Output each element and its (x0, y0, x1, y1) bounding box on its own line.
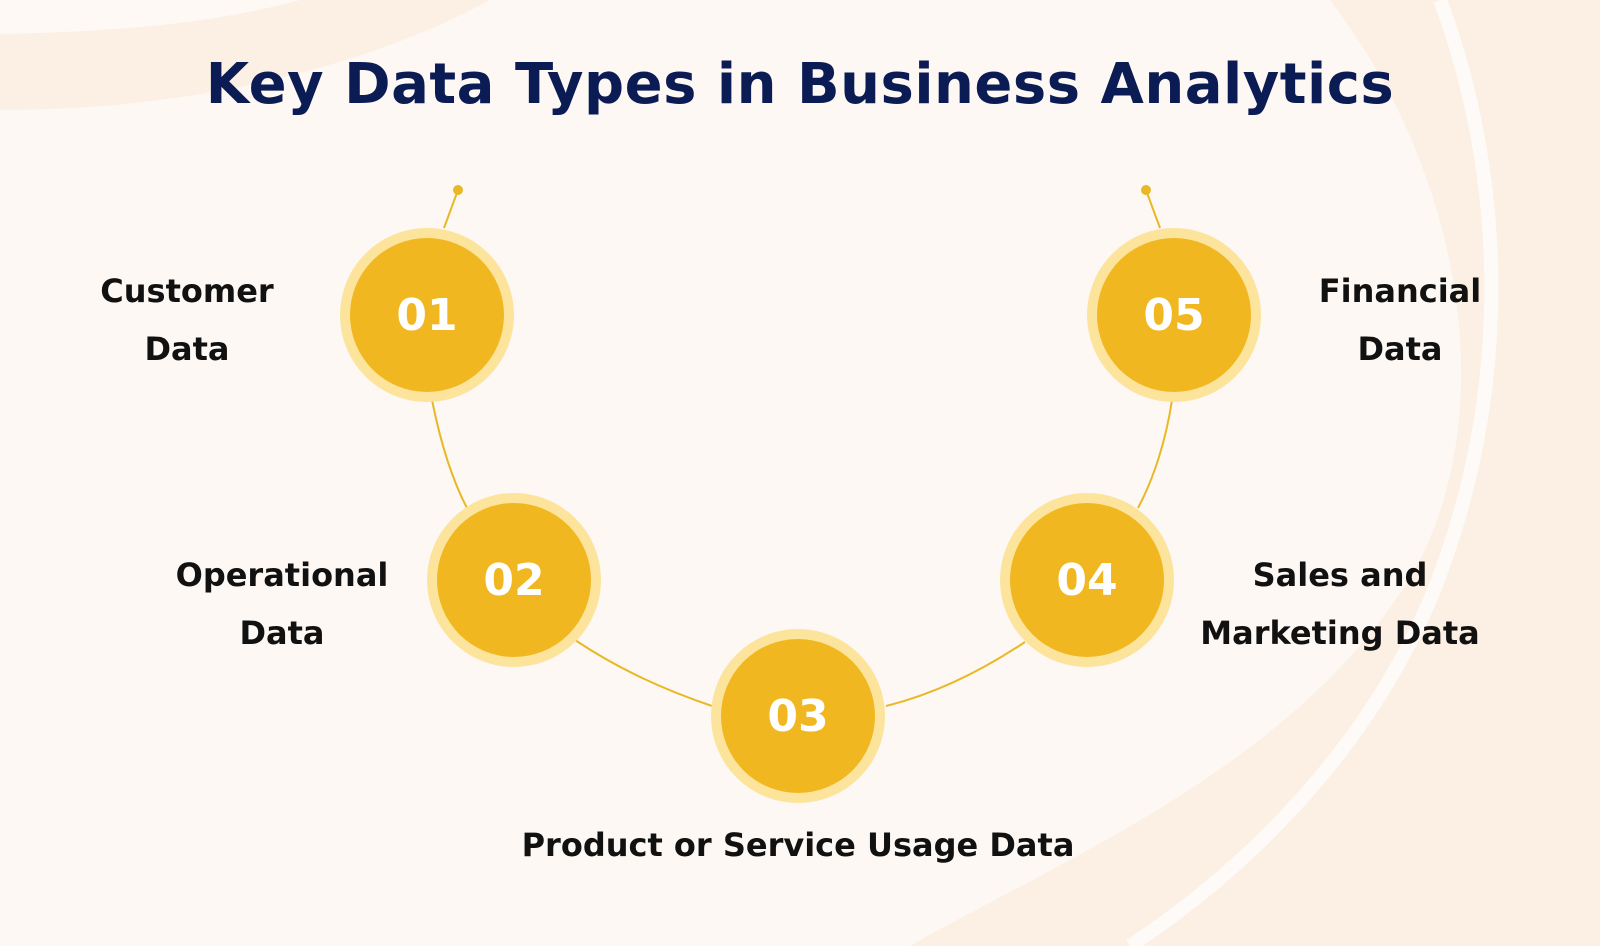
step-05-label: Financial Data (1290, 262, 1510, 378)
connector-line-top-right (1145, 189, 1161, 229)
step-05-label-line-1: Financial (1318, 272, 1482, 310)
step-02-label-line-2: Data (239, 614, 325, 652)
step-04-number: 04 (1010, 503, 1164, 657)
connector-line-03-04 (885, 641, 1026, 707)
step-02-number: 02 (437, 503, 591, 657)
connector-line-04-05 (1137, 399, 1173, 509)
page-title: Key Data Types in Business Analytics (205, 52, 1395, 117)
step-04-label-line-2: Marketing Data (1200, 614, 1480, 652)
step-05-label-line-2: Data (1357, 330, 1443, 368)
step-01-label: Customer Data (82, 262, 292, 378)
connector-line-top-left (443, 189, 459, 229)
step-05-number: 05 (1097, 238, 1251, 392)
connector-line-01-02 (431, 399, 469, 511)
step-03-label-line-1: Product or Service Usage Data (521, 826, 1075, 864)
step-03-number: 03 (721, 639, 875, 793)
step-04-circle: 04 (1000, 493, 1174, 667)
step-05-circle: 05 (1087, 228, 1261, 402)
connector-endpoint-left (453, 185, 463, 195)
step-01-number: 01 (350, 238, 504, 392)
step-01-label-line-1: Customer (100, 272, 274, 310)
step-02-circle: 02 (427, 493, 601, 667)
step-01-label-line-2: Data (144, 330, 230, 368)
step-04-label-line-1: Sales and (1252, 556, 1428, 594)
connector-line-02-03 (574, 639, 713, 707)
step-01-circle: 01 (340, 228, 514, 402)
step-03-circle: 03 (711, 629, 885, 803)
step-03-label: Product or Service Usage Data (460, 816, 1136, 874)
step-02-label: Operational Data (162, 546, 402, 662)
step-04-label: Sales and Marketing Data (1190, 546, 1490, 662)
connector-endpoint-right (1141, 185, 1151, 195)
step-02-label-line-1: Operational (175, 556, 389, 594)
